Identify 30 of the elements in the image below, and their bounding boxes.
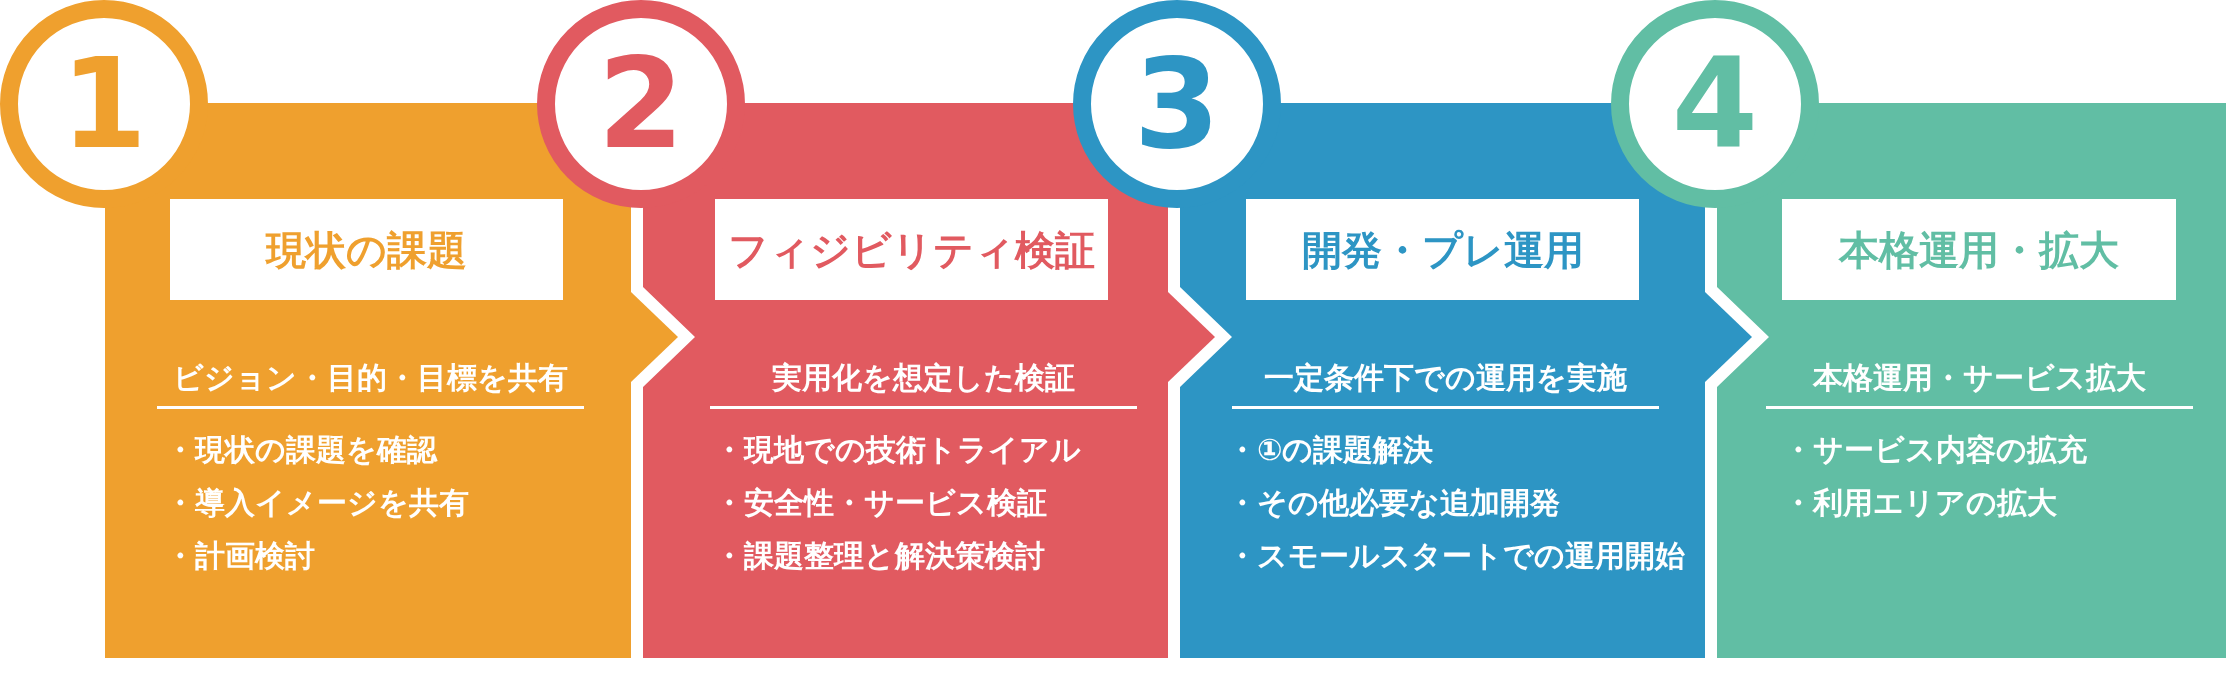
step-number: 3 xyxy=(1133,42,1221,166)
chevron-arrow xyxy=(1168,292,1215,382)
step-title: 現状の課題 xyxy=(266,225,467,274)
step-number: 1 xyxy=(60,42,148,166)
bullet-item: ・その他必要な追加開発 xyxy=(1227,484,1560,522)
step-number: 2 xyxy=(597,42,685,166)
bullet-item: ・現状の課題を確認 xyxy=(165,431,437,469)
step-title: 開発・プレ運用 xyxy=(1301,225,1584,274)
chevron-arrow xyxy=(1705,292,1752,382)
step-title: フィジビリティ検証 xyxy=(728,225,1095,274)
bullet-item: ・現地での技術トライアル xyxy=(714,431,1081,469)
title-box xyxy=(1246,199,1639,300)
subheading: 本格運用・サービス拡大 xyxy=(1813,360,2146,396)
title-box xyxy=(170,199,563,300)
step-title: 本格運用・拡大 xyxy=(1839,225,2119,274)
title-box xyxy=(715,199,1108,300)
title-box xyxy=(1782,199,2176,300)
bullet-item: ・計画検討 xyxy=(165,537,315,575)
bullet-item: ・導入イメージを共有 xyxy=(165,484,469,522)
bullet-item: ・利用エリアの拡大 xyxy=(1783,484,2057,522)
bullet-item: ・課題整理と解決策検討 xyxy=(714,537,1045,575)
bullet-item: ・安全性・サービス検証 xyxy=(714,484,1047,522)
subheading: 一定条件下での運用を実施 xyxy=(1264,360,1627,396)
bullet-item: ・スモールスタートでの運用開始 xyxy=(1227,537,1685,575)
bullet-item: ・①の課題解決 xyxy=(1227,431,1434,469)
subheading: ビジョン・目的・目標を共有 xyxy=(173,360,568,396)
chevron-arrow xyxy=(631,292,678,382)
subheading: 実用化を想定した検証 xyxy=(772,360,1075,396)
step-number: 4 xyxy=(1671,42,1759,166)
bullet-item: ・サービス内容の拡充 xyxy=(1783,431,2087,469)
